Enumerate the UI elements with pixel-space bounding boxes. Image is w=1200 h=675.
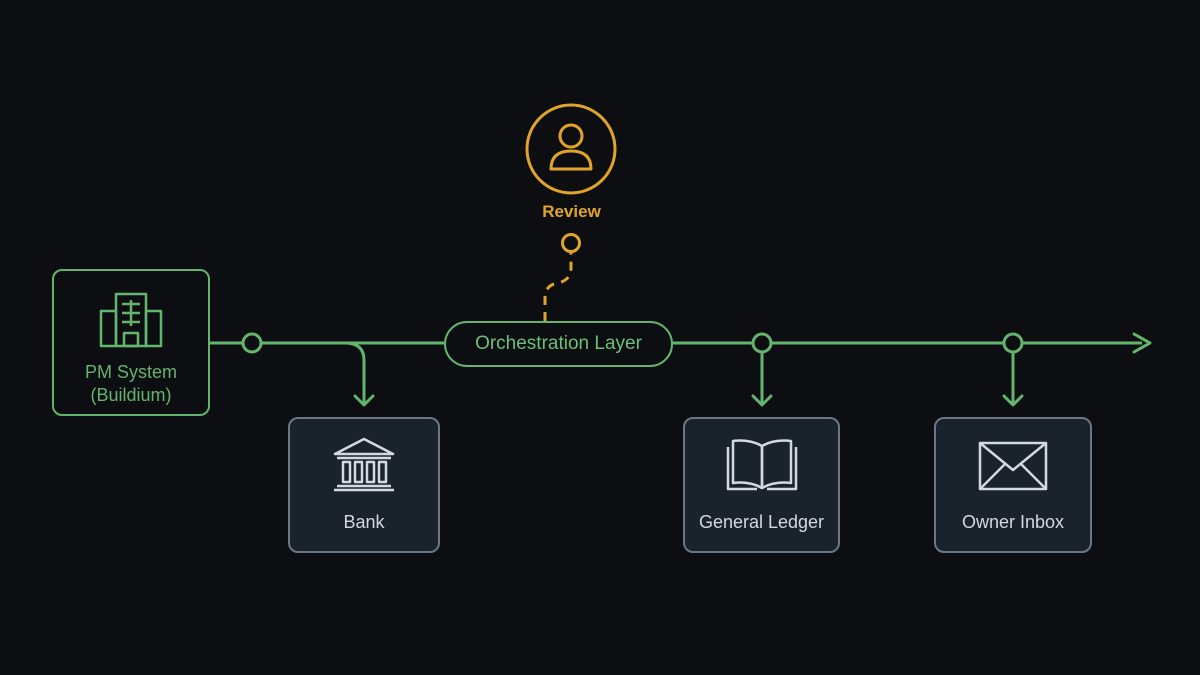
office-building-icon bbox=[99, 292, 163, 348]
owner-inbox-node[interactable]: Owner Inbox bbox=[934, 417, 1092, 553]
pm-system-label-line1: PM System bbox=[84, 362, 177, 382]
junction-node bbox=[1002, 332, 1024, 354]
junction-node bbox=[241, 332, 263, 354]
envelope-icon bbox=[978, 441, 1048, 491]
flow-end-arrowhead bbox=[1132, 332, 1152, 354]
review-label: Review bbox=[542, 202, 601, 221]
bank-label: Bank bbox=[343, 512, 385, 532]
bank-arrowhead bbox=[353, 394, 375, 407]
pm-system-label-line2: (Buildium) bbox=[90, 385, 172, 405]
inbox-arrowhead bbox=[1002, 394, 1024, 407]
general-ledger-node[interactable]: General Ledger bbox=[683, 417, 840, 553]
owner-inbox-label: Owner Inbox bbox=[961, 512, 1065, 532]
junction-node bbox=[751, 332, 773, 354]
pm-system-node[interactable]: PM System (Buildium) bbox=[52, 269, 210, 416]
ledger-arrowhead bbox=[751, 394, 773, 407]
person-icon bbox=[525, 103, 617, 195]
bank-node[interactable]: Bank bbox=[288, 417, 440, 553]
general-ledger-label: General Ledger bbox=[698, 512, 825, 532]
open-book-icon bbox=[726, 439, 797, 491]
review-node bbox=[561, 233, 581, 253]
branch-to-bank bbox=[344, 341, 366, 404]
orchestration-layer-node[interactable]: Orchestration Layer bbox=[444, 321, 673, 367]
bank-icon bbox=[333, 437, 395, 492]
pm-system-label: PM System (Buildium) bbox=[85, 361, 177, 407]
review-dashed-connector bbox=[543, 252, 573, 321]
